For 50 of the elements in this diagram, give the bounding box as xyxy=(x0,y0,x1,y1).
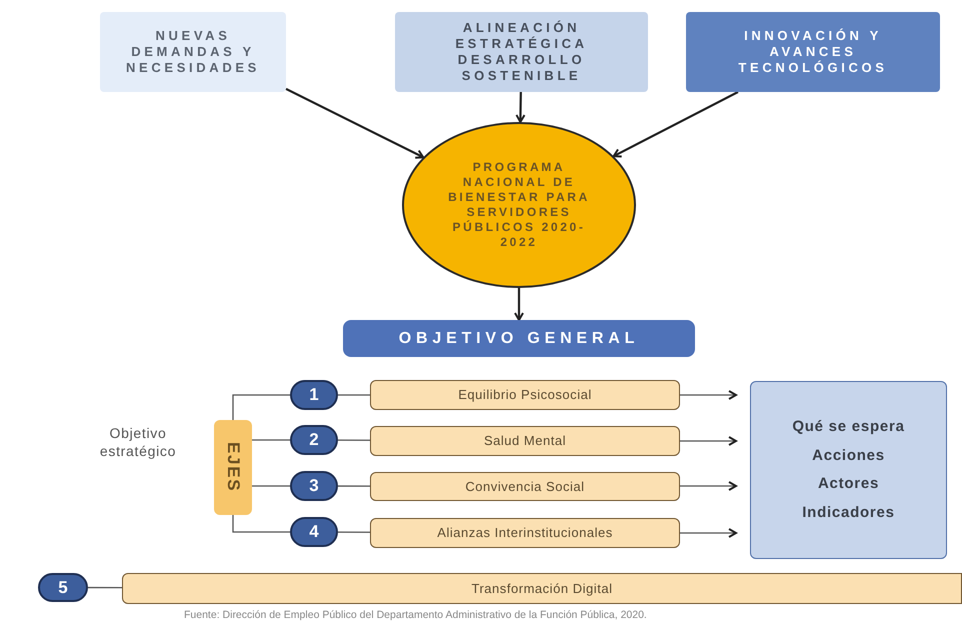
node-text: INNOVACIÓN Y AVANCES TECNOLÓGICOS xyxy=(737,28,889,76)
connector-line xyxy=(232,515,290,533)
side-label: Objetivo estratégico xyxy=(98,424,178,460)
node-text: ALINEACIÓN ESTRATÉGICA DESARROLLO SOSTENIBLE xyxy=(454,20,589,84)
connector-line xyxy=(88,586,122,588)
axis-box xyxy=(370,380,680,410)
axis-box xyxy=(122,573,962,604)
arrow xyxy=(680,390,737,400)
node-text: 1 xyxy=(309,384,319,406)
outcomes-box xyxy=(750,381,947,559)
node-text: Convivencia Social xyxy=(465,478,585,496)
node-text: Transformación Digital xyxy=(471,580,612,598)
node-text: NUEVAS DEMANDAS Y NECESIDADES xyxy=(125,28,261,76)
node-text: EJES xyxy=(222,442,244,493)
connector-line xyxy=(338,485,370,487)
arrow xyxy=(680,528,737,538)
node-text: OBJETIVO GENERAL xyxy=(398,328,640,348)
objective-banner xyxy=(343,320,695,357)
input-box xyxy=(686,12,940,92)
source-caption: Fuente: Dirección de Empleo Público del Departamento Administrativo de la Función Pública, 2020. xyxy=(184,608,648,622)
node-text: Actores xyxy=(818,474,880,494)
connector-line xyxy=(338,531,370,533)
node-text: 2 xyxy=(309,429,319,452)
arrow xyxy=(515,92,526,123)
node-text: Alianzas Interinstitucionales xyxy=(437,524,613,542)
arrow xyxy=(680,481,737,491)
connector-line xyxy=(232,394,290,420)
node-text: Qué se espera xyxy=(792,417,905,437)
node-text: Equilibrio Psicosocial xyxy=(458,386,592,404)
axis-box xyxy=(370,472,680,501)
input-box xyxy=(100,12,286,92)
node-text: Indicadores xyxy=(802,502,895,522)
node-text: Acciones xyxy=(812,446,885,466)
arrow xyxy=(286,88,424,159)
node-text: 4 xyxy=(309,521,319,544)
input-box xyxy=(395,12,648,92)
connector-line xyxy=(338,439,370,441)
node-text: Salud Mental xyxy=(484,432,566,450)
node-text: 3 xyxy=(309,475,319,498)
arrow xyxy=(612,91,738,158)
connector-line xyxy=(252,485,290,487)
axis-box xyxy=(370,426,680,456)
node-text: 5 xyxy=(58,576,68,599)
axis-box xyxy=(370,518,680,548)
arrow xyxy=(514,288,524,321)
connector-line xyxy=(252,439,290,441)
node-text: PROGRAMA NACIONAL DE BIENESTAR PARA SERVIDORES PÚBLICOS 2020-2022 xyxy=(447,160,591,250)
axes-bar xyxy=(214,420,252,515)
arrow xyxy=(680,436,737,446)
connector-line xyxy=(338,394,370,396)
